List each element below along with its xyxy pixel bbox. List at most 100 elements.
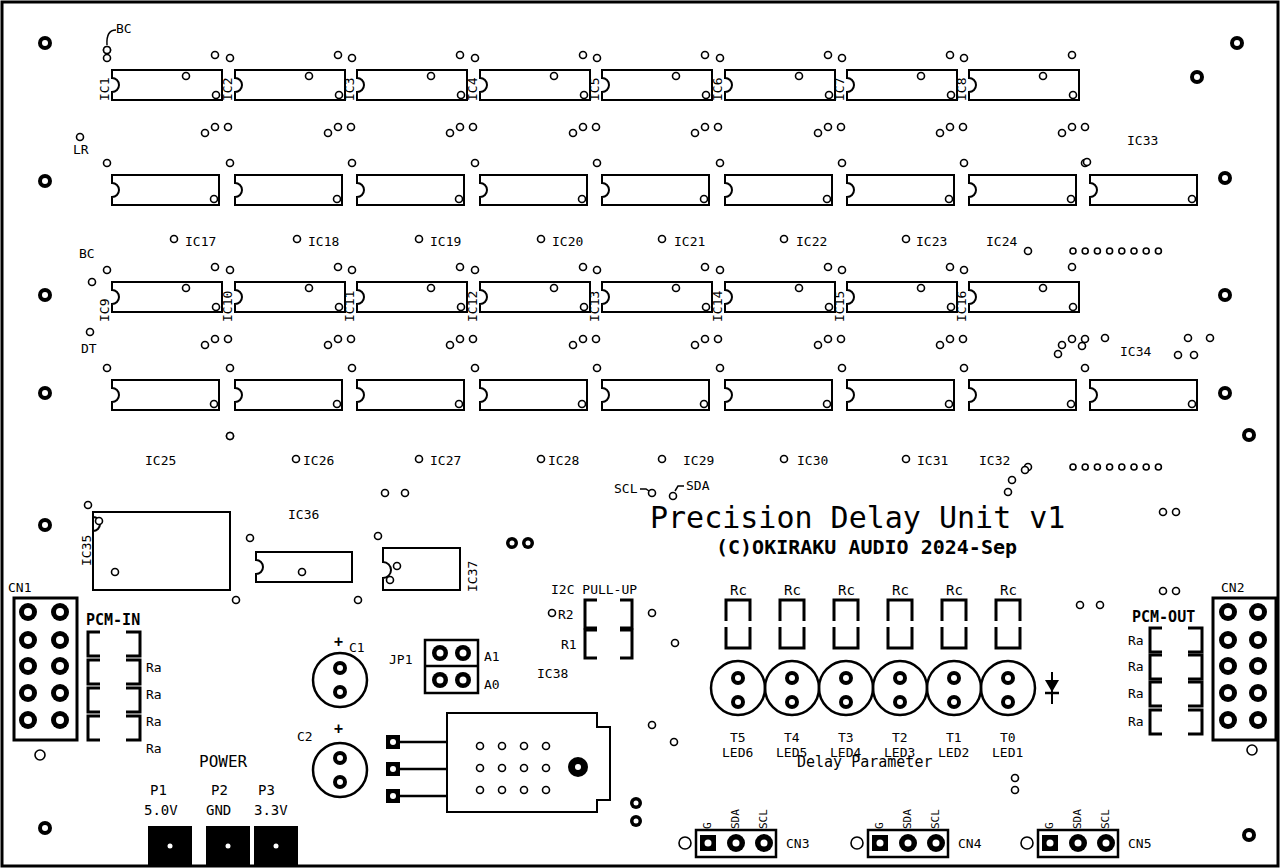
via-hole (825, 52, 832, 59)
pad-drill (1005, 699, 1011, 705)
via-hole (335, 336, 342, 343)
via-hole (594, 365, 601, 372)
via-hole (1059, 130, 1066, 137)
silkscreen-label: IC28 (548, 454, 579, 467)
pad (1218, 171, 1232, 185)
pad-drill (510, 541, 515, 546)
via-hole (702, 52, 709, 59)
via-hole (549, 610, 556, 617)
pad-drill (705, 840, 712, 847)
via-hole (1189, 401, 1196, 408)
capacitor-outline (313, 653, 367, 707)
silkscreen-label: A0 (484, 678, 500, 691)
via-hole (796, 73, 803, 80)
silkscreen-label: T4 (784, 731, 800, 744)
via-hole (961, 267, 968, 274)
ic-outline (969, 175, 1076, 205)
via-hole (673, 73, 680, 80)
pad-drill (390, 739, 396, 745)
via-hole (212, 124, 219, 131)
via-hole (183, 285, 190, 292)
via-hole (456, 196, 463, 203)
via-hole (1107, 248, 1113, 254)
via-hole (77, 134, 84, 141)
via-hole (1155, 248, 1161, 254)
pad (38, 36, 52, 50)
pad-drill (951, 699, 957, 705)
pad (38, 518, 52, 532)
silkscreen-label: LED1 (992, 746, 1023, 759)
silkscreen-label: IC19 (430, 235, 461, 248)
silkscreen-label: Rc (838, 583, 855, 597)
silkscreen-label: IC12 (466, 291, 479, 322)
via-hole (538, 456, 545, 463)
pad-drill (24, 689, 32, 697)
via-hole (335, 264, 342, 271)
silkscreen-label: IC1 (98, 78, 111, 101)
silkscreen-label: JP1 (389, 653, 412, 666)
silkscreen-label: C2 (297, 730, 313, 743)
silkscreen-label: G (874, 822, 885, 829)
silkscreen-label: IC11 (343, 291, 356, 322)
via-hole (1069, 336, 1076, 343)
via-hole (212, 264, 219, 271)
via-hole (903, 456, 910, 463)
resistor-footprint (1188, 655, 1202, 679)
pad-drill (42, 178, 48, 184)
via-hole (781, 456, 788, 463)
ic-outline (602, 380, 709, 410)
via-hole (428, 285, 435, 292)
pad-drill (1254, 636, 1262, 644)
via-hole (211, 196, 218, 203)
via-hole (702, 264, 709, 271)
via-hole (457, 336, 464, 343)
via-hole (1025, 248, 1032, 255)
ic-outline (357, 70, 467, 100)
pad (51, 657, 69, 675)
via-hole (470, 336, 477, 343)
silkscreen-label: IC25 (145, 454, 176, 467)
board-title: Precision Delay Unit v1 (650, 503, 1065, 533)
silkscreen-label: A1 (484, 650, 500, 663)
ic-outline (725, 70, 835, 100)
via-hole (825, 124, 832, 131)
via-hole (212, 336, 219, 343)
ic-outline (480, 175, 587, 205)
pad-drill (42, 825, 48, 831)
pad (506, 537, 518, 549)
silkscreen-label: LED2 (938, 746, 969, 759)
pad (38, 174, 52, 188)
via-hole (815, 342, 822, 349)
via-hole (104, 365, 111, 372)
via-hole (1247, 745, 1257, 755)
silkscreen-label: BC (79, 247, 95, 260)
via-hole (1070, 248, 1076, 254)
pad (1219, 657, 1237, 675)
via-hole (838, 124, 845, 131)
silkscreen-label: CN2 (1221, 581, 1244, 594)
pad (19, 631, 37, 649)
via-hole (825, 264, 832, 271)
silkscreen-label: IC7 (833, 78, 846, 101)
resistor-footprint (1150, 628, 1162, 652)
resistor-footprint (726, 627, 750, 648)
silkscreen-label: IC10 (221, 291, 234, 322)
via-hole (325, 342, 332, 349)
pad (1219, 631, 1237, 649)
leader-line (107, 30, 116, 45)
via-hole (521, 743, 528, 750)
pad (947, 671, 961, 685)
silkscreen-label: IC24 (986, 235, 1017, 248)
silkscreen-label: IC26 (303, 454, 334, 467)
pad-drill (789, 675, 795, 681)
via-hole (659, 236, 666, 243)
pad (19, 684, 37, 702)
pad-drill (337, 755, 343, 761)
pad (19, 657, 37, 675)
resistor-footprint (834, 627, 858, 648)
via-hole (918, 73, 925, 80)
via-hole (227, 433, 234, 440)
pad-drill (575, 764, 581, 770)
silkscreen-label: Ra (1128, 715, 1144, 728)
via-hole (1082, 336, 1089, 343)
